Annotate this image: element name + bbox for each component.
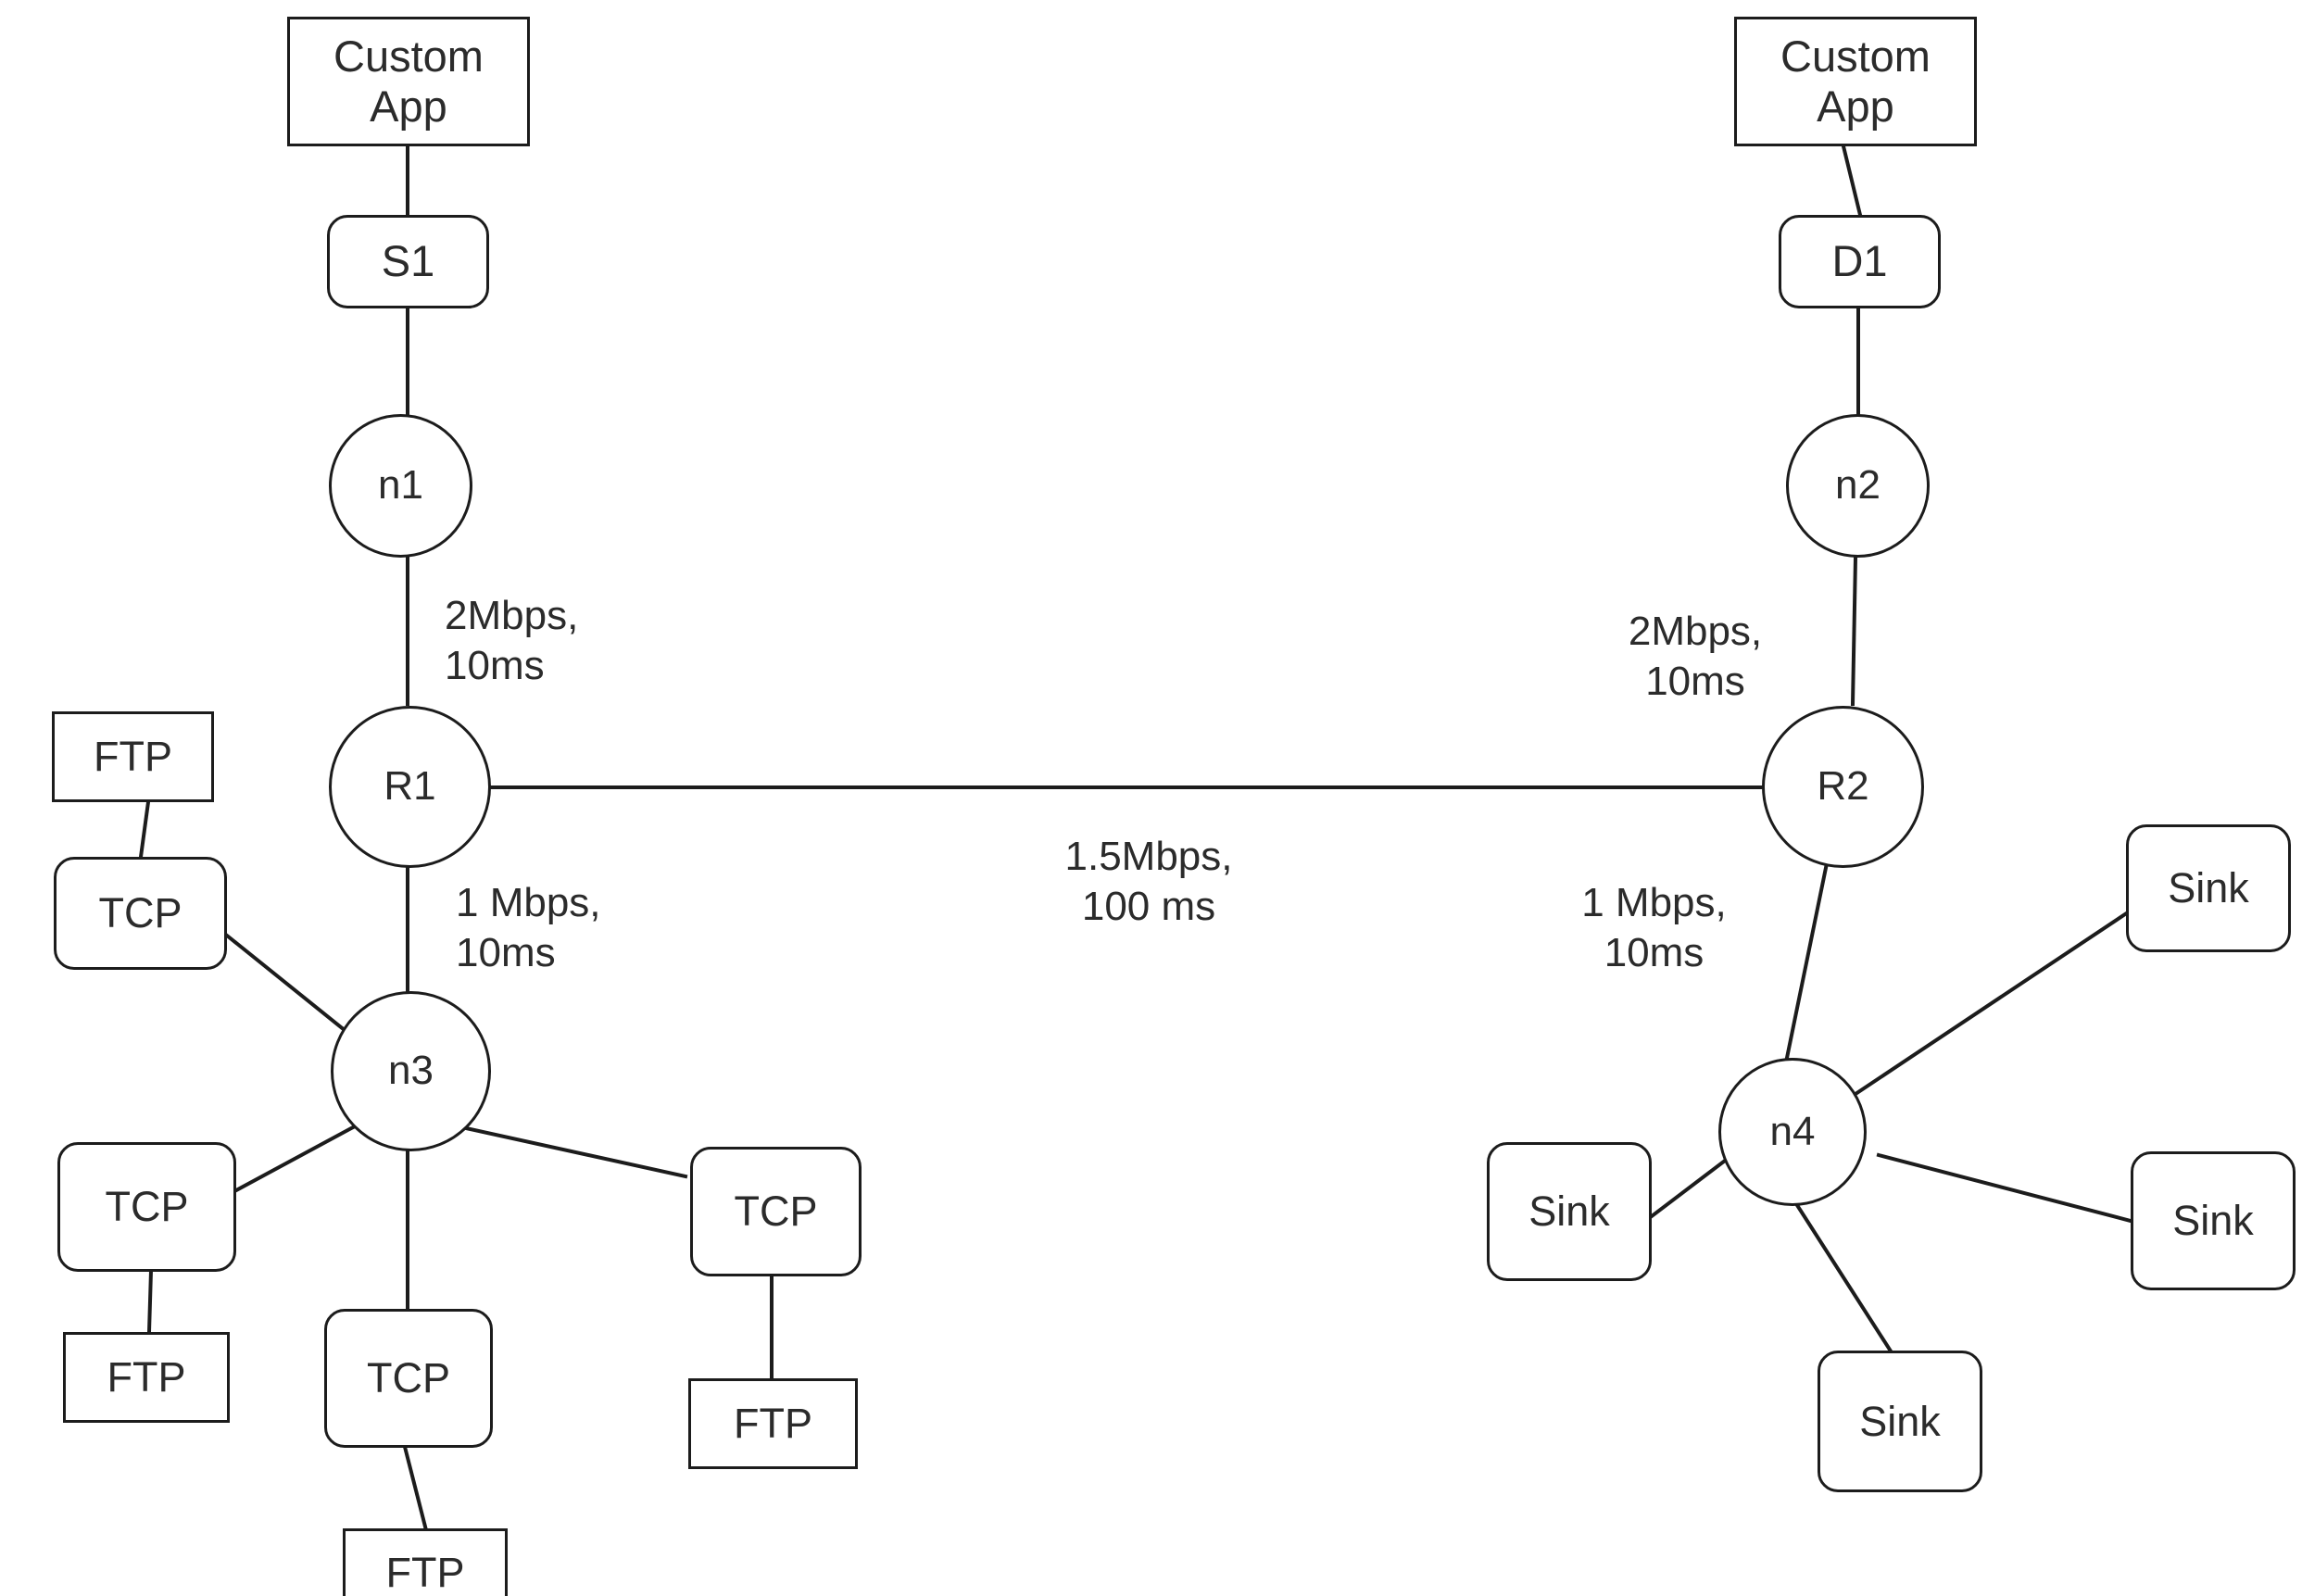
- leaf-ftp-bottom[interactable]: FTP: [343, 1528, 508, 1596]
- edge-label-r2-n4: 1 Mbps, 10ms: [1581, 880, 1727, 975]
- edge-n4-sink-right: [1876, 1152, 2133, 1224]
- leaf-sink-top-right[interactable]: Sink: [2126, 824, 2291, 952]
- node-d1-label: D1: [1831, 236, 1888, 286]
- node-r1[interactable]: R1: [329, 706, 491, 868]
- leaf-sink-bottom[interactable]: Sink: [1818, 1351, 1982, 1492]
- leaf-sink-top-right-label: Sink: [2168, 864, 2249, 912]
- edge-r2-n4: [1784, 861, 1830, 1061]
- node-n3-label: n3: [388, 1048, 434, 1094]
- leaf-tcp-bottom[interactable]: TCP: [324, 1309, 493, 1448]
- edge-n3-tcp-top: [224, 933, 362, 1045]
- node-n2[interactable]: n2: [1786, 414, 1930, 558]
- node-r2-label: R2: [1817, 763, 1869, 810]
- leaf-ftp-mid-left[interactable]: FTP: [63, 1332, 230, 1423]
- node-n1[interactable]: n1: [329, 414, 472, 558]
- leaf-ftp-right[interactable]: FTP: [688, 1378, 858, 1469]
- leaf-tcp-bottom-label: TCP: [367, 1354, 450, 1402]
- node-n3[interactable]: n3: [331, 991, 491, 1151]
- edge-tcpml-ftpml: [146, 1268, 154, 1335]
- edge-label-r1-r2: 1.5Mbps, 100 ms: [1064, 834, 1233, 929]
- leaf-ftp-bottom-label: FTP: [385, 1549, 465, 1596]
- leaf-sink-bottom-label: Sink: [1859, 1397, 1941, 1445]
- leaf-sink-left[interactable]: Sink: [1487, 1142, 1652, 1281]
- edge-n4-sink-bottom: [1793, 1200, 1899, 1363]
- node-n4[interactable]: n4: [1718, 1058, 1867, 1206]
- leaf-sink-right-label: Sink: [2172, 1197, 2254, 1245]
- left-custom-app-box[interactable]: Custom App: [287, 17, 530, 146]
- leaf-tcp-top-label: TCP: [98, 889, 182, 937]
- edge-n3-tcp-right: [455, 1124, 688, 1179]
- node-n2-label: n2: [1835, 462, 1881, 509]
- node-n4-label: n4: [1769, 1108, 1816, 1154]
- node-s1-label: S1: [381, 236, 435, 286]
- edge-n3-tcp-midleft: [233, 1124, 358, 1193]
- node-r1-label: R1: [384, 763, 436, 810]
- leaf-tcp-right-label: TCP: [734, 1188, 818, 1236]
- node-s1[interactable]: S1: [327, 215, 489, 308]
- right-custom-app-box[interactable]: Custom App: [1734, 17, 1977, 146]
- leaf-tcp-top[interactable]: TCP: [54, 857, 227, 970]
- leaf-ftp-top[interactable]: FTP: [52, 711, 214, 802]
- leaf-ftp-right-label: FTP: [734, 1400, 812, 1448]
- edge-label-n2-r2: 2Mbps, 10ms: [1628, 609, 1763, 704]
- leaf-ftp-top-label: FTP: [94, 733, 172, 781]
- leaf-tcp-mid-left-label: TCP: [105, 1183, 189, 1231]
- leaf-ftp-mid-left-label: FTP: [107, 1353, 186, 1401]
- edge-tcptop-ftptop: [138, 799, 151, 860]
- edge-n2-r2: [1850, 555, 1858, 707]
- node-d1[interactable]: D1: [1779, 215, 1941, 308]
- node-n1-label: n1: [378, 462, 423, 509]
- node-r2[interactable]: R2: [1762, 706, 1924, 868]
- leaf-sink-left-label: Sink: [1528, 1188, 1610, 1236]
- right-custom-app-label: Custom App: [1780, 31, 1931, 131]
- edge-label-r1-n3: 1 Mbps, 10ms: [456, 880, 601, 975]
- left-custom-app-label: Custom App: [333, 31, 484, 131]
- leaf-sink-right[interactable]: Sink: [2131, 1151, 2296, 1290]
- leaf-tcp-mid-left[interactable]: TCP: [57, 1142, 236, 1272]
- leaf-tcp-right[interactable]: TCP: [690, 1147, 862, 1276]
- edge-n4-sink-topright: [1847, 910, 2131, 1100]
- edge-label-n1-r1: 2Mbps, 10ms: [445, 593, 579, 688]
- edge-customapp2-d1: [1841, 144, 1863, 218]
- edge-tcpb-ftpb: [402, 1444, 429, 1533]
- edge-n4-sink-left: [1649, 1158, 1728, 1219]
